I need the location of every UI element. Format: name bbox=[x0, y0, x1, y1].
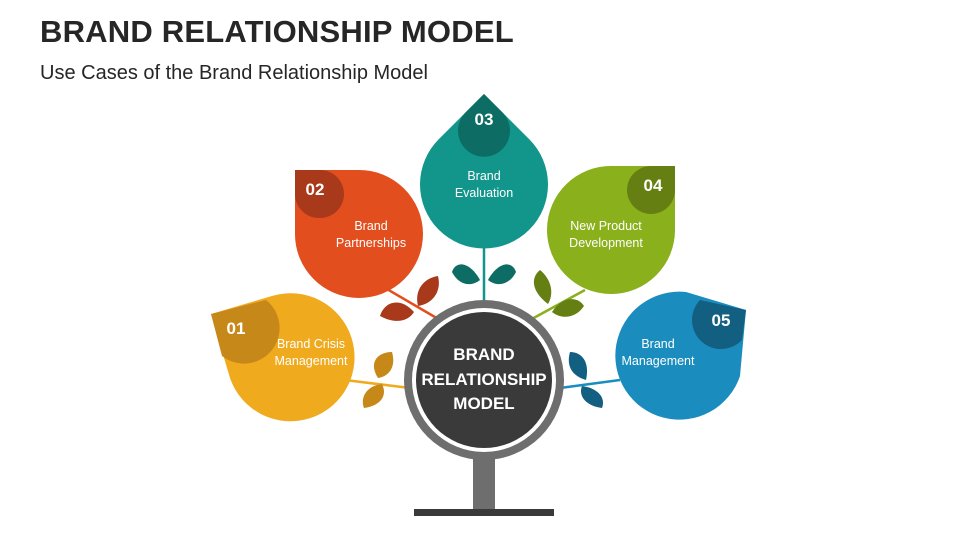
petal-label-02-line-1: Brand bbox=[354, 219, 388, 233]
page-title: BRAND RELATIONSHIP MODEL bbox=[40, 14, 514, 49]
petal-02 bbox=[294, 169, 423, 298]
small-leaves-05 bbox=[568, 352, 604, 408]
petal-label-01: Brand Crisis Management bbox=[258, 336, 364, 370]
connector-04 bbox=[529, 288, 586, 322]
hub-label: BRAND RELATIONSHIP MODEL bbox=[414, 343, 554, 417]
small-leaves-02 bbox=[380, 276, 439, 321]
small-leaves-01 bbox=[362, 352, 394, 408]
petal-label-04-line-1: New Product bbox=[570, 219, 642, 233]
connector-02 bbox=[379, 283, 441, 322]
petal-label-03-line-2: Evaluation bbox=[454, 186, 514, 200]
petal-label-05-line-1: Brand bbox=[641, 337, 675, 351]
hub-label-line-3: MODEL bbox=[453, 394, 515, 413]
small-leaves-04 bbox=[533, 270, 584, 317]
petal-03 bbox=[420, 94, 549, 249]
petal-label-03: Brand Evaluation bbox=[431, 168, 537, 202]
petal-label-05: Brand Management bbox=[605, 336, 711, 370]
petal-label-05-line-2: Management bbox=[621, 354, 695, 368]
connector-05 bbox=[559, 378, 621, 390]
petal-number-01: 01 bbox=[226, 319, 246, 338]
petal-number-03: 03 bbox=[474, 110, 494, 129]
petal-number-04: 04 bbox=[643, 176, 663, 195]
small-leaves-03 bbox=[452, 264, 516, 285]
page-subtitle: Use Cases of the Brand Relationship Mode… bbox=[40, 62, 428, 84]
petal-01 bbox=[211, 293, 355, 422]
hub-core bbox=[416, 312, 552, 448]
petal-label-01-line-1: Brand Crisis bbox=[276, 337, 346, 351]
petal-label-03-line-1: Brand bbox=[467, 169, 501, 183]
hub-label-line-1: BRAND bbox=[453, 345, 515, 364]
stand-pole bbox=[473, 455, 495, 512]
stand-base bbox=[414, 509, 554, 516]
petal-label-02-line-2: Partnerships bbox=[335, 236, 407, 250]
connector-01 bbox=[344, 378, 411, 390]
petal-label-01-line-2: Management bbox=[274, 354, 348, 368]
petal-05 bbox=[615, 291, 746, 420]
petal-number-02: 02 bbox=[305, 180, 325, 199]
petal-number-05: 05 bbox=[711, 311, 731, 330]
petal-04 bbox=[546, 165, 675, 294]
petal-label-04-line-2: Development bbox=[569, 236, 643, 250]
petal-label-04: New Product Development bbox=[553, 218, 659, 252]
hub-label-line-2: RELATIONSHIP bbox=[421, 369, 547, 389]
petal-label-02: Brand Partnerships bbox=[318, 218, 424, 252]
